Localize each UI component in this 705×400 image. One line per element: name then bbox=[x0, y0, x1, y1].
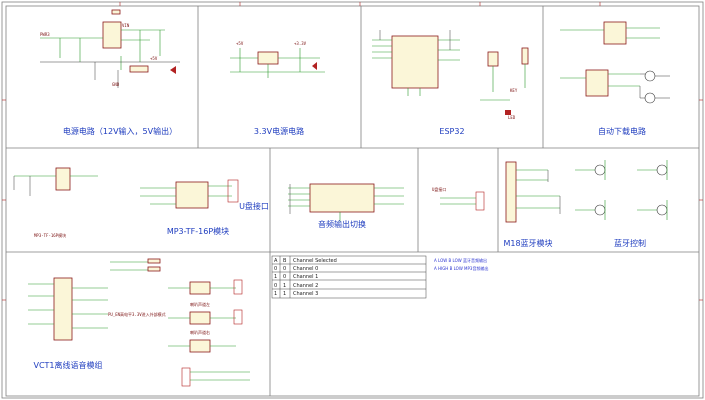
table-cell: 0 bbox=[274, 283, 277, 289]
ldo-chip bbox=[257, 51, 279, 65]
table-cell: 0 bbox=[274, 266, 277, 272]
table-header-b: B bbox=[283, 258, 287, 264]
power-circuit: PWR3 VIN +5V GND bbox=[40, 9, 180, 88]
esp32-circuit: KEY LED bbox=[372, 30, 529, 120]
autodownload-circuit bbox=[560, 21, 670, 104]
svg-text:PWR3: PWR3 bbox=[40, 32, 50, 37]
mp3-module-chip bbox=[175, 181, 209, 209]
esp32-chip bbox=[391, 35, 439, 89]
section-dividers bbox=[6, 6, 699, 396]
note-mp3-output: A HIGH B LOW MP3音频输出 bbox=[434, 265, 488, 271]
table-cell: 0 bbox=[283, 266, 286, 272]
speaker-left-label: 喇叭声道左 bbox=[190, 301, 210, 307]
table-cell: 1 bbox=[274, 274, 277, 280]
vct1-circuit: PU_EN高电平3.3V进入外部模式 喇叭声道左 喇叭声道右 bbox=[28, 258, 250, 387]
table-cell: 1 bbox=[274, 291, 277, 297]
analog-mux-chip bbox=[309, 183, 375, 213]
vct1-module-chip bbox=[53, 277, 73, 341]
border-ticks bbox=[2, 2, 703, 301]
section-title-power: 电源电路（12V输入，5V输出） bbox=[63, 126, 177, 136]
audio-switch-circuit: U盘接口 bbox=[288, 183, 485, 222]
note-bt-output: A LOW B LOW 蓝牙音频输出 bbox=[434, 257, 487, 263]
svg-text:+5V: +5V bbox=[150, 56, 158, 61]
speaker-right-label: 喇叭声道右 bbox=[190, 329, 210, 335]
m18-circuit bbox=[505, 161, 561, 223]
table-cell: 1 bbox=[283, 283, 286, 289]
table-cell: Channel 3 bbox=[293, 291, 318, 297]
section-title-m18: M18蓝牙模块 bbox=[503, 238, 552, 248]
ucon-small-label: U盘接口 bbox=[432, 186, 446, 192]
table-cell: Channel 2 bbox=[293, 283, 318, 289]
mp3-small-label: MP3-TF-16P模块 bbox=[34, 232, 66, 238]
usb-uart-chip bbox=[603, 21, 627, 45]
svg-text:VIN: VIN bbox=[122, 23, 130, 28]
section-title-ucon: U盘接口 bbox=[239, 201, 269, 211]
section-title-ldo: 3.3V电源电路 bbox=[254, 126, 304, 136]
section-title-vct1: VCT1离线语音模组 bbox=[33, 360, 102, 370]
svg-text:+5V: +5V bbox=[236, 41, 244, 46]
section-title-autodl: 自动下载电路 bbox=[598, 126, 646, 136]
channel-truth-table: A B Channel Selected 0 0 Channel 0 1 0 C… bbox=[271, 255, 427, 299]
inner-border bbox=[5, 5, 700, 397]
regulator-chip bbox=[102, 21, 122, 49]
table-cell: 1 bbox=[283, 291, 286, 297]
table-cell: 0 bbox=[283, 274, 286, 280]
mp3-circuit: MP3-TF-16P模块 bbox=[13, 167, 239, 238]
led-label: LED bbox=[508, 115, 516, 120]
table-header-channel: Channel Selected bbox=[293, 258, 337, 264]
svg-text:GND: GND bbox=[112, 82, 120, 87]
bt-control-circuit bbox=[575, 160, 668, 220]
table-cell: Channel 1 bbox=[293, 274, 318, 280]
section-title-mp3: MP3-TF-16P模块 bbox=[167, 226, 229, 236]
ldo-3v3-circuit: +5V +3.3V bbox=[230, 41, 325, 78]
pa-note-label: PU_EN高电平3.3V进入外部模式 bbox=[108, 311, 166, 317]
section-title-audio: 音频输出切换 bbox=[318, 219, 366, 229]
table-cell: Channel 0 bbox=[293, 266, 318, 272]
ch340-chip bbox=[585, 69, 609, 97]
section-title-bt-control: 蓝牙控制 bbox=[614, 238, 646, 248]
key-label: KEY bbox=[510, 88, 518, 93]
table-header-a: A bbox=[274, 258, 278, 264]
m18-module-chip bbox=[505, 161, 517, 223]
section-title-esp32: ESP32 bbox=[439, 127, 464, 136]
svg-text:+3.3V: +3.3V bbox=[294, 41, 307, 46]
